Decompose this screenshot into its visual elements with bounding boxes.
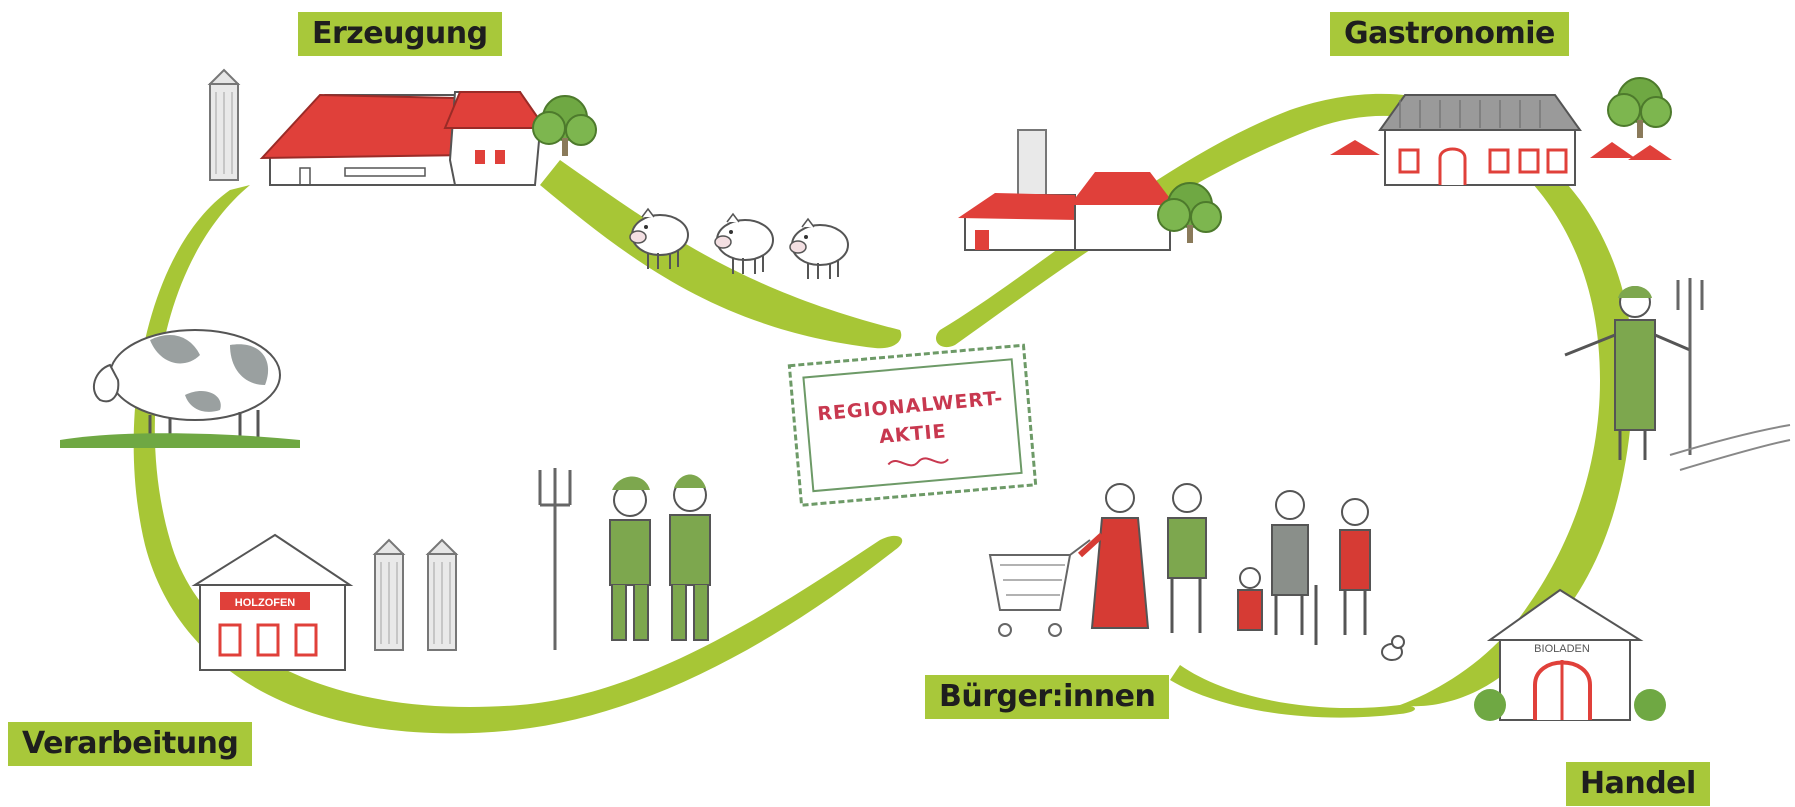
farmhouse-icon bbox=[958, 129, 1175, 251]
cow-icon bbox=[60, 329, 300, 448]
cat-icon bbox=[1381, 635, 1405, 661]
tree-icon bbox=[532, 95, 597, 157]
silo-icon bbox=[374, 539, 404, 651]
shop-sign: BIOLADEN bbox=[1534, 643, 1590, 655]
farmer-icon bbox=[538, 468, 711, 650]
label-gastronomie: Gastronomie bbox=[1330, 12, 1569, 56]
processing-sign: HOLZOFEN bbox=[235, 597, 296, 609]
label-buerger-innen: Bürger:innen bbox=[925, 675, 1170, 719]
shopping-cart-icon bbox=[988, 539, 1091, 637]
infinity-loop bbox=[133, 93, 1634, 734]
silo-icon bbox=[209, 69, 239, 181]
label-verarbeitung: Verarbeitung bbox=[8, 722, 253, 766]
silo-icon bbox=[427, 539, 457, 651]
tree-icon bbox=[1607, 77, 1672, 139]
shop-icon: BIOLADEN bbox=[1474, 588, 1666, 721]
label-handel: Handel bbox=[1566, 762, 1710, 806]
bakery-icon: HOLZOFEN bbox=[191, 533, 354, 671]
farmhouse-icon bbox=[259, 91, 547, 186]
restaurant-icon bbox=[1330, 94, 1672, 186]
label-erzeugung: Erzeugung bbox=[298, 12, 502, 56]
family-icon bbox=[1077, 483, 1371, 645]
regionalwert-stamp: REGIONALWERT- AKTIE bbox=[787, 343, 1038, 507]
gardener-icon bbox=[1564, 278, 1791, 471]
